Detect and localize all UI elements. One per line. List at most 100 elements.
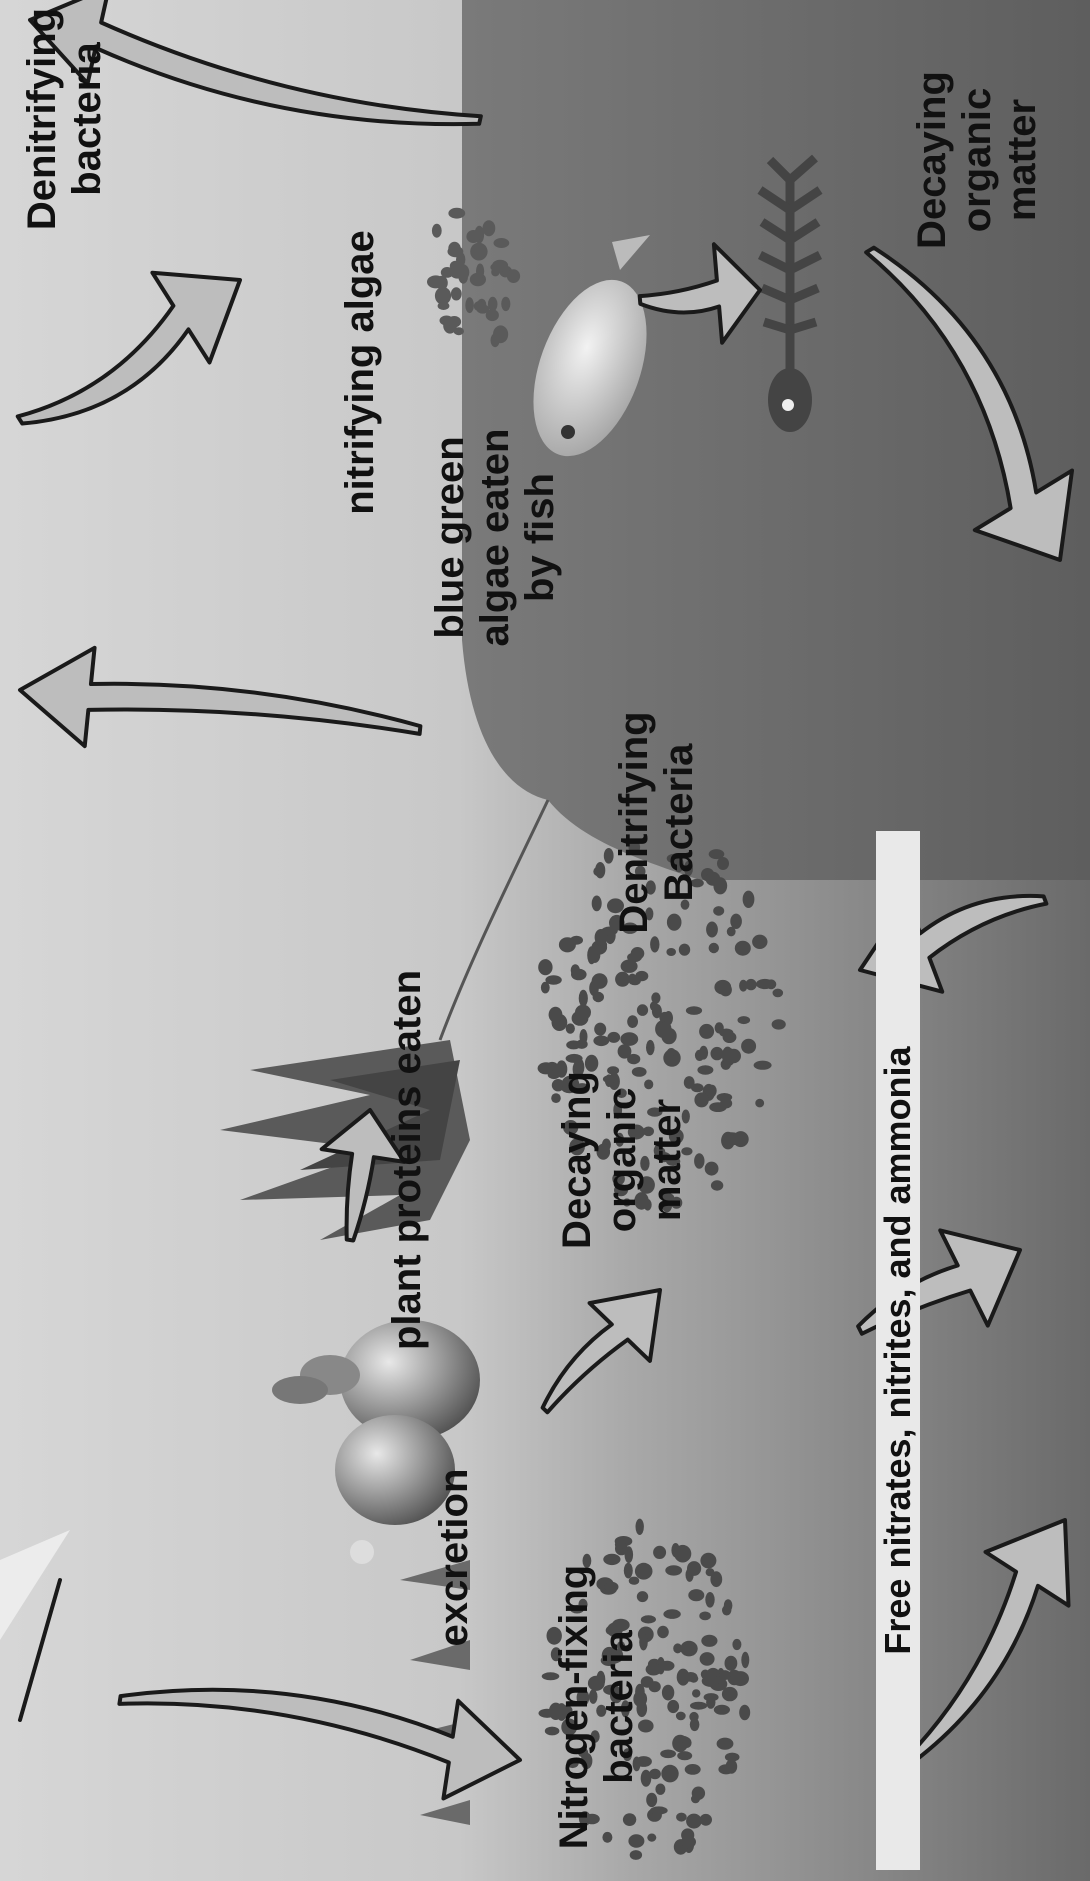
sky-glare — [0, 1530, 70, 1640]
bacterium — [692, 1689, 701, 1698]
bacterium — [629, 1850, 643, 1860]
bacterium — [628, 1576, 640, 1585]
bacterium — [714, 979, 732, 995]
bacterium — [593, 1035, 610, 1047]
bacterium — [664, 1011, 673, 1026]
bacterium — [705, 1568, 715, 1577]
bacterium — [492, 259, 509, 272]
bacterium — [690, 1701, 708, 1710]
bacterium — [631, 1067, 647, 1077]
bacterium — [545, 975, 562, 985]
bacterium — [671, 1543, 680, 1558]
bacterium — [561, 1718, 578, 1736]
bacterium — [678, 943, 691, 956]
bacterium — [634, 1562, 653, 1580]
bacterium — [582, 1553, 592, 1568]
bacterium — [638, 1719, 654, 1733]
bacterium — [540, 981, 550, 994]
fish-icon — [533, 235, 650, 457]
bacterium — [603, 1553, 621, 1566]
arrow-icon — [117, 1687, 522, 1801]
bacterium — [676, 1668, 690, 1686]
bacterium — [607, 1066, 620, 1075]
bacterium — [691, 1794, 700, 1804]
bacterium — [755, 1098, 765, 1108]
bacterium — [661, 1764, 679, 1783]
bacterium — [663, 1609, 681, 1619]
bacterium — [706, 921, 718, 938]
bacterium — [647, 1833, 657, 1842]
bacterium — [544, 1726, 560, 1736]
bacterium — [466, 230, 481, 243]
bacterium — [646, 1792, 658, 1808]
algae-cluster-icon — [427, 207, 521, 348]
bacterium — [741, 1651, 750, 1669]
rabbit-icon — [272, 1320, 480, 1564]
bacterium — [563, 1120, 579, 1135]
bacterium — [628, 840, 641, 855]
bacterium — [571, 968, 587, 981]
bacterium — [666, 913, 682, 931]
bacteria-cluster-icon — [538, 1518, 751, 1860]
bacterium — [636, 1591, 649, 1603]
bacterium — [660, 1749, 676, 1759]
bacterium — [622, 1748, 633, 1762]
bacterium — [561, 1084, 578, 1094]
bacterium — [547, 1070, 561, 1080]
bacterium — [587, 946, 596, 965]
water-region — [462, 0, 1090, 880]
bacterium — [607, 898, 624, 914]
bacterium — [651, 1004, 662, 1019]
bacterium — [602, 1831, 613, 1843]
bacterium — [649, 1806, 668, 1815]
bacterium — [766, 979, 777, 990]
bacterium — [448, 207, 466, 219]
bacterium — [548, 1006, 563, 1023]
bacterium — [734, 940, 751, 956]
bacterium — [684, 1764, 701, 1775]
bacterium — [682, 1737, 692, 1748]
bacterium — [699, 1652, 715, 1666]
bacterium — [645, 1663, 662, 1676]
bacterium — [634, 865, 646, 878]
bacterium — [701, 1634, 718, 1647]
bacterium — [587, 1675, 605, 1691]
bacterium — [437, 301, 450, 310]
bacterium — [622, 1813, 637, 1826]
bacterium — [742, 890, 755, 908]
arrow-icon — [319, 1108, 407, 1243]
bacterium — [686, 1813, 702, 1829]
bacterium — [661, 1684, 675, 1701]
bacterium — [594, 1022, 607, 1036]
bacterium — [680, 899, 690, 910]
bacterium — [722, 1605, 732, 1616]
bacterium — [739, 1704, 751, 1721]
bacterium — [713, 906, 725, 916]
bacterium — [771, 1019, 786, 1030]
bacteria-cluster-icon — [537, 840, 786, 1213]
bacterium — [501, 296, 511, 312]
bacterium — [450, 287, 462, 301]
bacterium — [657, 1625, 669, 1639]
bacterium — [615, 1132, 625, 1147]
bacterium — [550, 1647, 562, 1662]
bacterium — [575, 1004, 591, 1021]
bacterium — [608, 1652, 622, 1664]
bacterium — [590, 1730, 600, 1743]
bacterium — [719, 1670, 731, 1681]
bacterium — [684, 860, 693, 877]
bacterium — [465, 297, 474, 314]
bacterium — [685, 1006, 703, 1015]
bacterium — [655, 1783, 666, 1795]
bacterium — [639, 1633, 648, 1651]
bacterium — [541, 1672, 560, 1681]
bacterium — [708, 849, 725, 860]
bacterium — [724, 1752, 740, 1762]
bacterium — [645, 880, 656, 895]
bacterium — [591, 973, 608, 989]
bacterium — [635, 1518, 644, 1536]
label-nitrogen-fixing-bacteria: Nitrogen-fixing bacteria — [552, 1564, 641, 1850]
bacterium — [700, 1552, 717, 1569]
bacterium — [548, 1702, 563, 1721]
label-plant-proteins-eaten: plant proteins eaten — [385, 969, 429, 1351]
